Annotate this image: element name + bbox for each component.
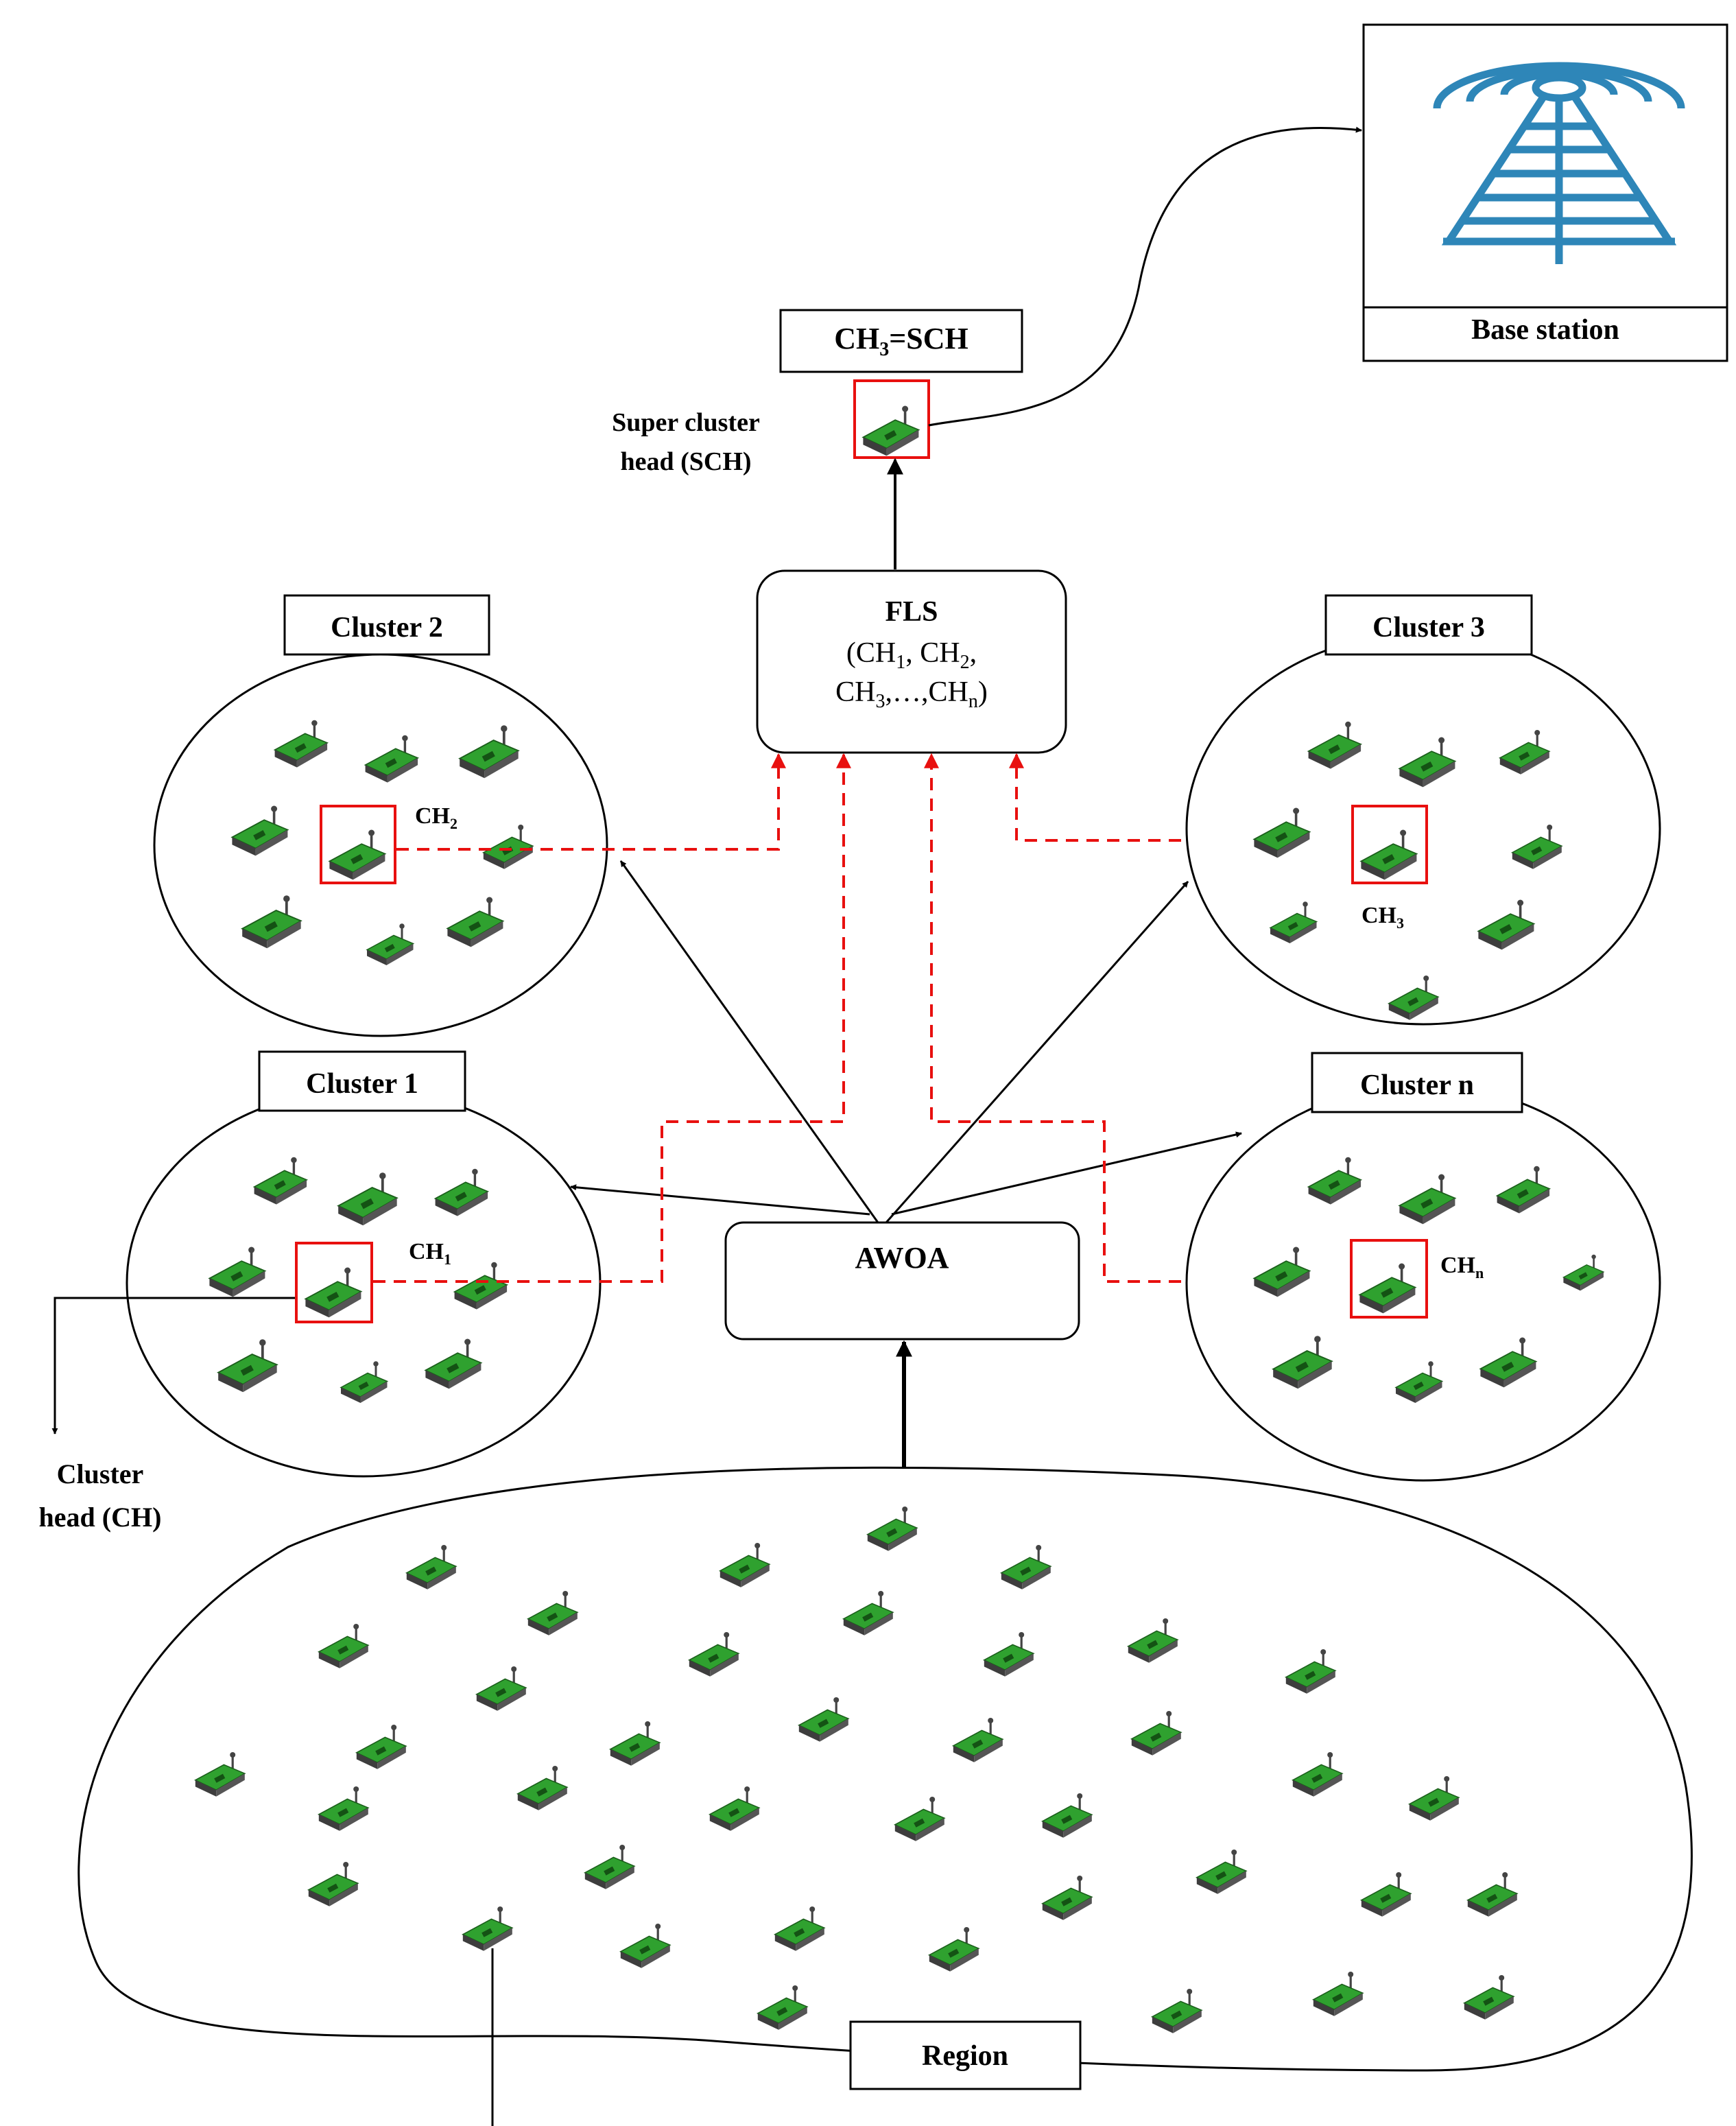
ch3-highlight xyxy=(1351,805,1428,884)
sensor-node-icon xyxy=(861,404,920,458)
sch-to-base-station-link xyxy=(928,126,1362,427)
cluster-n-label: Cluster n xyxy=(1360,1070,1474,1101)
ch-to-fls-links xyxy=(373,753,1181,1283)
region: Region xyxy=(78,1466,1693,2126)
base-station-box: Base station xyxy=(1362,23,1728,362)
fls-line-1: (CH1, CH2, xyxy=(846,637,977,673)
ch1-highlight xyxy=(295,1242,373,1323)
base-station-tower-icon xyxy=(1433,62,1685,264)
cluster-head-pointer xyxy=(51,1297,295,1434)
cluster-head-label-1: Cluster xyxy=(57,1458,144,1489)
cluster-1: Cluster 1 CH1 xyxy=(126,1050,602,1478)
super-cluster-head-label-1: Super cluster xyxy=(612,408,760,437)
chn-highlight xyxy=(1350,1239,1428,1319)
sch-box-label: CH3=SCH xyxy=(834,322,968,360)
awoa-to-cluster-arrows xyxy=(570,860,1242,1223)
sch-box: CH3=SCH xyxy=(779,309,1023,373)
awoa-box: AWOA xyxy=(724,1221,1080,1340)
ch2-highlight xyxy=(320,805,396,884)
cluster-n: Cluster n CHn xyxy=(1185,1052,1661,1482)
cluster-2: Cluster 2 CH2 xyxy=(153,594,608,1037)
awoa-label: AWOA xyxy=(855,1241,949,1275)
cluster-3: Cluster 3 CH3 xyxy=(1185,594,1661,1026)
cluster-3-label: Cluster 3 xyxy=(1372,612,1485,643)
base-station-label: Base station xyxy=(1471,314,1619,346)
ch2-label: CH2 xyxy=(415,803,457,832)
fls-line-2: CH3,…,CHn) xyxy=(835,676,988,712)
ch1-label: CH1 xyxy=(409,1239,451,1268)
chn-label: CHn xyxy=(1440,1253,1484,1281)
ch3-label: CH3 xyxy=(1362,903,1404,932)
sch-highlight xyxy=(853,379,930,459)
fls-box: FLS (CH1, CH2, CH3,…,CHn) xyxy=(756,569,1067,754)
fls-title: FLS xyxy=(885,596,938,628)
cluster-head-label-2: head (CH) xyxy=(39,1502,162,1533)
cluster-2-label: Cluster 2 xyxy=(331,612,443,643)
super-cluster-head-label-2: head (SCH) xyxy=(620,447,751,476)
cluster-1-label: Cluster 1 xyxy=(306,1068,418,1100)
region-label: Region xyxy=(922,2040,1008,2072)
